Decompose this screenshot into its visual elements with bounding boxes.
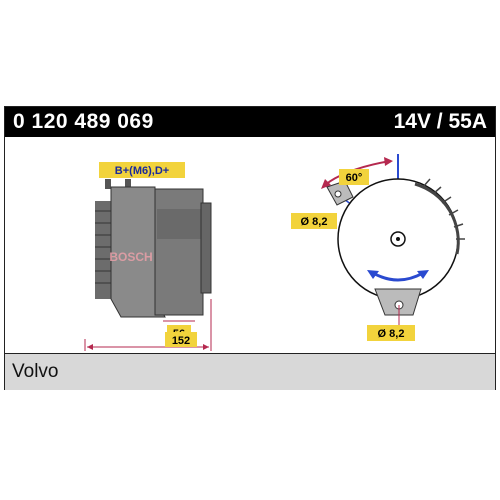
hole-upper-bg [291, 213, 337, 229]
product-card: 0 120 489 069 14V / 55A B+(M6),D+ [4, 106, 496, 390]
terminal-stud [125, 179, 131, 189]
angle-label: 60° [346, 172, 363, 184]
rating: 14V / 55A [393, 110, 487, 133]
header-bar: 0 120 489 069 14V / 55A [5, 107, 495, 137]
part-number: 0 120 489 069 [13, 110, 154, 133]
footer-bar: Volvo [5, 353, 495, 390]
terminal-stud [105, 179, 111, 189]
housing-rear [110, 186, 166, 318]
rear-fins [95, 201, 111, 299]
technical-drawing: B+(M6),D+ BOSCH 56 [84, 154, 465, 351]
hole-lower: Ø 8,2 [378, 328, 405, 340]
hole-upper: Ø 8,2 [301, 216, 328, 228]
housing-band [157, 209, 201, 239]
vehicle-name: Volvo [12, 361, 59, 382]
rotation-arrow-icon [372, 271, 424, 282]
drive-flange [200, 202, 212, 294]
terminal-label: B+(M6),D+ [115, 165, 169, 177]
housing-front [154, 188, 204, 316]
terminal-label-bg [99, 162, 185, 178]
dim-length-bg [165, 332, 197, 347]
alternator-side-view: B+(M6),D+ BOSCH 56 [84, 162, 212, 351]
brand-mark: BOSCH [109, 250, 152, 264]
dim-length: 152 [172, 335, 190, 347]
angle-label-bg [339, 169, 369, 185]
hole-lower-bg [367, 325, 415, 341]
alternator-front-view: 60° Ø 8,2 Ø 8,2 [291, 154, 465, 341]
